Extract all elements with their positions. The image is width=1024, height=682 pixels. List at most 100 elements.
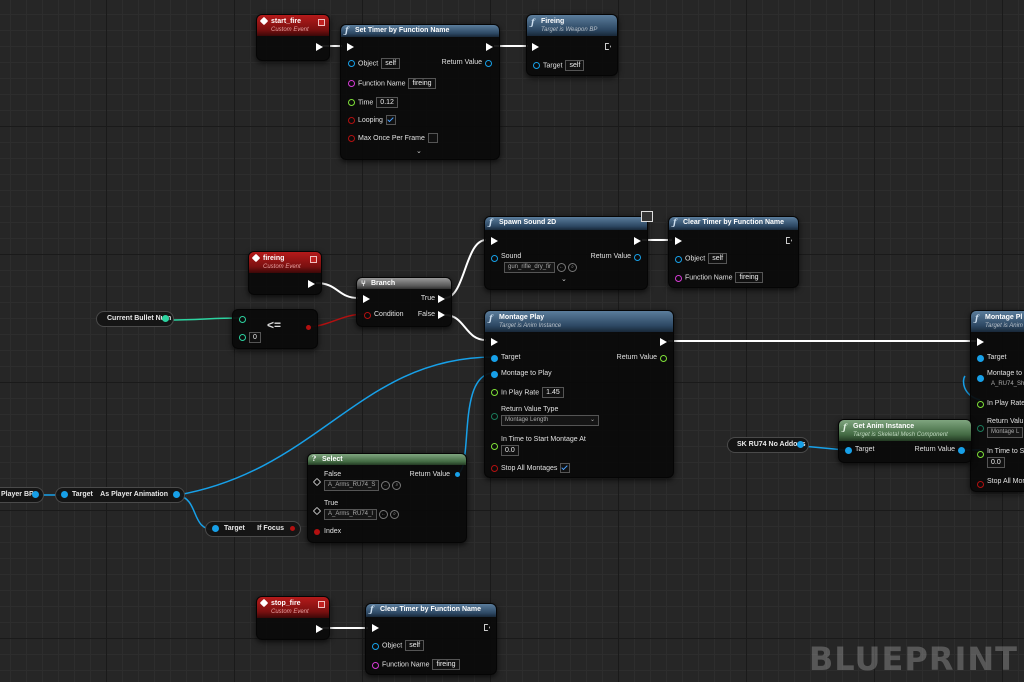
output-pin[interactable] — [290, 526, 295, 531]
max-once-pin[interactable] — [348, 135, 355, 142]
object-field[interactable]: self — [405, 640, 425, 651]
chevron-down-icon[interactable]: ⌄ — [416, 148, 422, 155]
start-at-pin[interactable] — [491, 443, 498, 450]
function-name-pin[interactable] — [348, 80, 355, 87]
value-out-pin[interactable] — [32, 491, 39, 498]
branch-node[interactable]: ⑂ Branch True Condition False — [356, 277, 452, 327]
exec-out-pin[interactable] — [634, 237, 641, 245]
target-pin[interactable] — [533, 62, 540, 69]
if-focus-node[interactable]: Target If Focus — [205, 521, 301, 537]
less-equal-node[interactable]: 0 <= — [232, 309, 318, 349]
a-input-pin[interactable] — [239, 316, 246, 323]
search-icon[interactable]: ⌕ — [568, 263, 578, 272]
get-anim-instance-node[interactable]: ƒ Get Anim Instance Target is Skeletal M… — [838, 419, 972, 463]
value-out-pin[interactable] — [162, 315, 169, 322]
exec-in-pin[interactable] — [347, 43, 354, 51]
target-pin[interactable] — [977, 355, 984, 362]
output-pin[interactable] — [173, 491, 180, 498]
condition-pin[interactable] — [364, 312, 371, 319]
true-option-pin[interactable] — [312, 506, 322, 516]
true-exec-pin[interactable] — [438, 295, 445, 303]
function-name-field[interactable]: fireing — [735, 272, 763, 283]
true-asset-dropdown[interactable]: A_Arms_RU74_I — [324, 509, 378, 520]
delegate-pin[interactable] — [310, 256, 317, 263]
exec-out-pin[interactable] — [484, 624, 490, 631]
b-input-pin[interactable] — [239, 334, 246, 341]
return-value-pin[interactable] — [485, 60, 492, 67]
in-play-rate-pin[interactable] — [491, 389, 498, 396]
exec-in-pin[interactable] — [675, 237, 682, 245]
return-value-pin[interactable] — [634, 254, 641, 261]
exec-in-pin[interactable] — [372, 624, 379, 632]
return-value-type-dropdown[interactable]: Montage L — [987, 427, 1024, 438]
return-value-type-dropdown[interactable]: Montage Length⌄ — [501, 415, 599, 426]
time-pin[interactable] — [348, 99, 355, 106]
max-once-checkbox[interactable] — [427, 133, 438, 143]
montage-play-node-1[interactable]: ƒ Montage Play Target is Anim Instance T… — [484, 310, 674, 478]
sound-asset-dropdown[interactable]: gun_rifle_dry_fir — [504, 262, 556, 273]
start-at-field[interactable]: 0.0 — [987, 457, 1005, 468]
object-field[interactable]: self — [708, 253, 728, 264]
looping-checkbox[interactable] — [385, 115, 396, 125]
browse-icon[interactable]: ← — [557, 263, 567, 272]
select-node[interactable]: ? Select False A_Arms_RU74_S←⌕ Return Va… — [307, 453, 467, 543]
sound-pin[interactable] — [491, 255, 498, 262]
false-exec-pin[interactable] — [438, 311, 445, 319]
spawn-sound-2d-node[interactable]: ƒ Spawn Sound 2D Sound gun_rifle_dry_fir… — [484, 211, 653, 290]
function-name-field[interactable]: fireing — [432, 659, 460, 670]
sk-ru74-variable[interactable]: SK RU74 No Addons — [727, 437, 809, 453]
stop-all-pin[interactable] — [491, 465, 498, 472]
delegate-pin[interactable] — [318, 19, 325, 26]
function-name-pin[interactable] — [675, 275, 682, 282]
cast-player-animation-node[interactable]: Target As Player Animation — [55, 487, 185, 503]
false-asset-dropdown[interactable]: A_Arms_RU74_S — [324, 480, 380, 491]
time-field[interactable]: 0.12 — [376, 97, 398, 108]
value-out-pin[interactable] — [797, 441, 804, 448]
start-fire-event-node[interactable]: start_fire Custom Event — [256, 14, 330, 61]
exec-out-pin[interactable] — [786, 237, 792, 244]
browse-icon[interactable]: ← — [379, 510, 389, 519]
player-bp-variable[interactable]: Player BP — [0, 487, 44, 503]
fireing-event-node[interactable]: fireing Custom Event — [248, 251, 322, 295]
index-pin[interactable] — [314, 529, 320, 535]
exec-in-pin[interactable] — [977, 338, 984, 346]
function-name-pin[interactable] — [372, 662, 379, 669]
false-option-pin[interactable] — [312, 477, 322, 487]
delegate-pin[interactable] — [318, 601, 325, 608]
object-pin[interactable] — [348, 60, 355, 67]
object-pin[interactable] — [675, 256, 682, 263]
montage-play-node-2[interactable]: ƒ Montage Pl Target is Anim Target Monta… — [970, 310, 1024, 492]
object-field[interactable]: self — [381, 58, 401, 69]
start-at-field[interactable]: 0.0 — [501, 445, 519, 456]
search-icon[interactable]: ⌕ — [390, 510, 400, 519]
return-value-pin[interactable] — [958, 447, 965, 454]
stop-fire-event-node[interactable]: stop_fire Custom Event — [256, 596, 330, 640]
start-at-pin[interactable] — [977, 451, 984, 458]
current-bullet-num-variable[interactable]: Current Bullet Num — [96, 311, 174, 327]
stop-all-checkbox[interactable] — [560, 463, 571, 473]
chevron-down-icon[interactable]: ⌄ — [561, 276, 567, 283]
b-value-field[interactable]: 0 — [249, 332, 261, 343]
in-play-rate-pin[interactable] — [977, 401, 984, 408]
exec-out-pin[interactable] — [605, 43, 611, 50]
target-pin[interactable] — [845, 447, 852, 454]
function-name-field[interactable]: fireing — [408, 78, 436, 89]
montage-to-play-pin[interactable] — [977, 375, 984, 382]
looping-pin[interactable] — [348, 117, 355, 124]
exec-in-pin[interactable] — [491, 237, 498, 245]
target-field[interactable]: self — [565, 60, 585, 71]
target-pin[interactable] — [212, 525, 219, 532]
return-value-pin[interactable] — [660, 355, 667, 362]
exec-out-pin[interactable] — [308, 280, 315, 288]
in-play-rate-field[interactable]: 1.45 — [542, 387, 564, 398]
return-value-type-pin[interactable] — [491, 413, 498, 420]
exec-in-pin[interactable] — [491, 338, 498, 346]
browse-icon[interactable]: ← — [381, 481, 391, 490]
exec-in-pin[interactable] — [532, 43, 539, 51]
search-icon[interactable]: ⌕ — [392, 481, 402, 490]
exec-out-pin[interactable] — [486, 43, 493, 51]
exec-out-pin[interactable] — [316, 43, 323, 51]
